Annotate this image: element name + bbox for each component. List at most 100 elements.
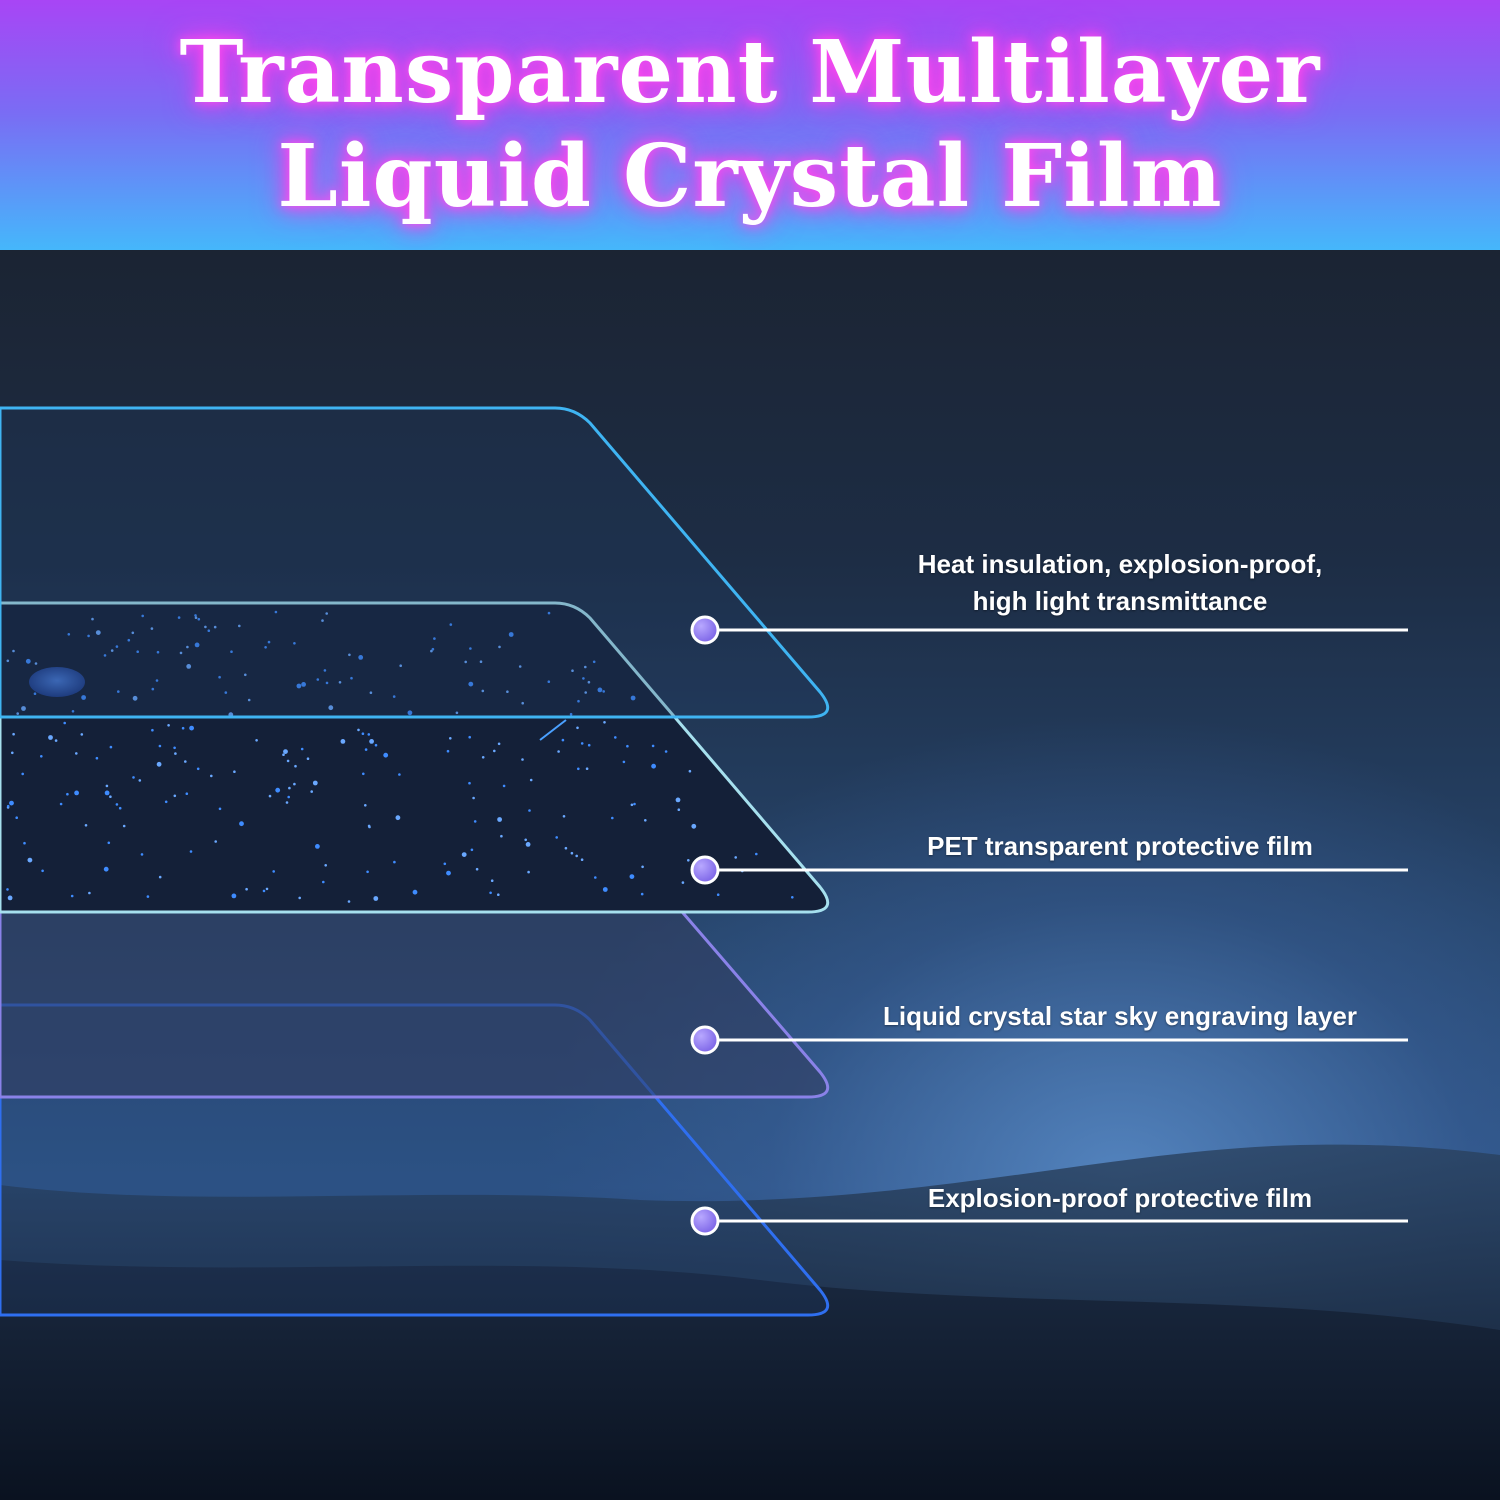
star-dot <box>521 701 524 705</box>
star-dot <box>16 712 20 715</box>
star-dot <box>502 784 506 788</box>
star-dot <box>140 853 144 856</box>
star-dot <box>497 893 500 896</box>
star-dot <box>204 625 207 629</box>
star-dot <box>95 630 101 635</box>
marker-dot-lc <box>690 1025 720 1055</box>
star-dot <box>70 894 74 898</box>
star-dot <box>109 745 113 749</box>
star-dot <box>239 821 244 827</box>
star-dot <box>755 852 758 856</box>
star-dot <box>293 782 296 786</box>
star-dot <box>611 816 614 820</box>
star-dot <box>244 673 247 677</box>
star-dot <box>603 721 606 724</box>
star-dot <box>287 795 291 799</box>
star-dot <box>691 823 697 829</box>
star-dot <box>156 761 162 767</box>
star-dot <box>218 807 222 811</box>
star-dot <box>369 691 373 694</box>
star-dot <box>231 893 237 899</box>
star-dot <box>472 796 475 800</box>
star-dot <box>412 889 418 895</box>
star-dot <box>59 802 63 806</box>
star-dot <box>570 851 574 855</box>
star-dot <box>151 728 154 732</box>
star-dot <box>490 879 494 882</box>
star-dot <box>132 776 135 779</box>
title-line-1: Transparent Multilayer <box>179 22 1321 123</box>
star-dot <box>392 695 396 698</box>
star-dot <box>430 649 433 653</box>
star-dot <box>528 809 531 812</box>
star-dot <box>158 744 162 748</box>
star-dot <box>597 687 603 693</box>
star-dot <box>117 690 120 693</box>
star-dot <box>587 680 591 684</box>
star-dot <box>328 705 334 711</box>
star-dot <box>174 752 177 755</box>
star-dot <box>12 649 15 653</box>
star-dot <box>194 616 198 619</box>
star-dot <box>75 752 78 755</box>
label-lc-line-1: Liquid crystal star sky engraving layer <box>883 1001 1357 1031</box>
star-dot <box>71 710 75 713</box>
star-dot <box>150 627 154 630</box>
star-dot <box>633 802 636 806</box>
star-dot <box>364 804 367 807</box>
star-dot <box>373 896 379 901</box>
star-dot <box>407 710 413 716</box>
star-dot <box>325 681 329 685</box>
star-dot <box>449 737 452 740</box>
star-dot <box>506 690 509 693</box>
star-dot <box>87 634 90 638</box>
star-dot <box>630 803 634 807</box>
star-dot <box>321 619 324 622</box>
star-dot <box>167 724 170 727</box>
star-dot <box>497 742 501 746</box>
star-dot <box>80 733 84 736</box>
star-dot <box>734 856 737 859</box>
star-dot <box>362 772 365 776</box>
star-dot <box>34 662 38 665</box>
marker-dot-heat <box>690 615 720 645</box>
star-dot <box>155 679 159 682</box>
star-dot <box>640 892 644 896</box>
star-dot <box>127 638 131 642</box>
label-pet-line-1: PET transparent protective film <box>927 831 1313 861</box>
star-dot <box>286 759 290 763</box>
star-dot <box>54 739 58 742</box>
star-dot <box>138 779 142 782</box>
star-dot <box>189 725 195 731</box>
star-dot <box>214 840 217 843</box>
star-dot <box>255 739 258 742</box>
star-dot <box>481 689 485 693</box>
star-dot <box>716 893 720 896</box>
star-dot <box>107 841 111 845</box>
star-dot <box>88 891 91 895</box>
star-dot <box>622 760 626 764</box>
star-dot <box>238 624 241 628</box>
star-dot <box>675 797 681 803</box>
star-dot <box>15 816 18 819</box>
star-dot <box>580 742 584 745</box>
star-dot <box>122 824 126 828</box>
star-dot <box>369 739 374 744</box>
star-dot <box>446 870 451 876</box>
label-heat-line-1: Heat insulation, explosion-proof, <box>917 549 1323 579</box>
star-dot <box>41 869 44 873</box>
star-dot <box>529 778 533 782</box>
star-dot <box>213 625 217 629</box>
star-dot <box>325 612 329 615</box>
star-dot <box>367 733 371 736</box>
star-dot <box>433 637 436 640</box>
star-dot <box>48 735 53 740</box>
star-dot <box>508 632 514 637</box>
star-dot <box>687 859 690 862</box>
star-dot <box>315 844 320 849</box>
star-dot <box>186 645 189 649</box>
star-dot <box>285 801 289 804</box>
star-dot <box>475 867 479 871</box>
star-dot <box>468 681 474 687</box>
star-dot <box>272 870 276 873</box>
